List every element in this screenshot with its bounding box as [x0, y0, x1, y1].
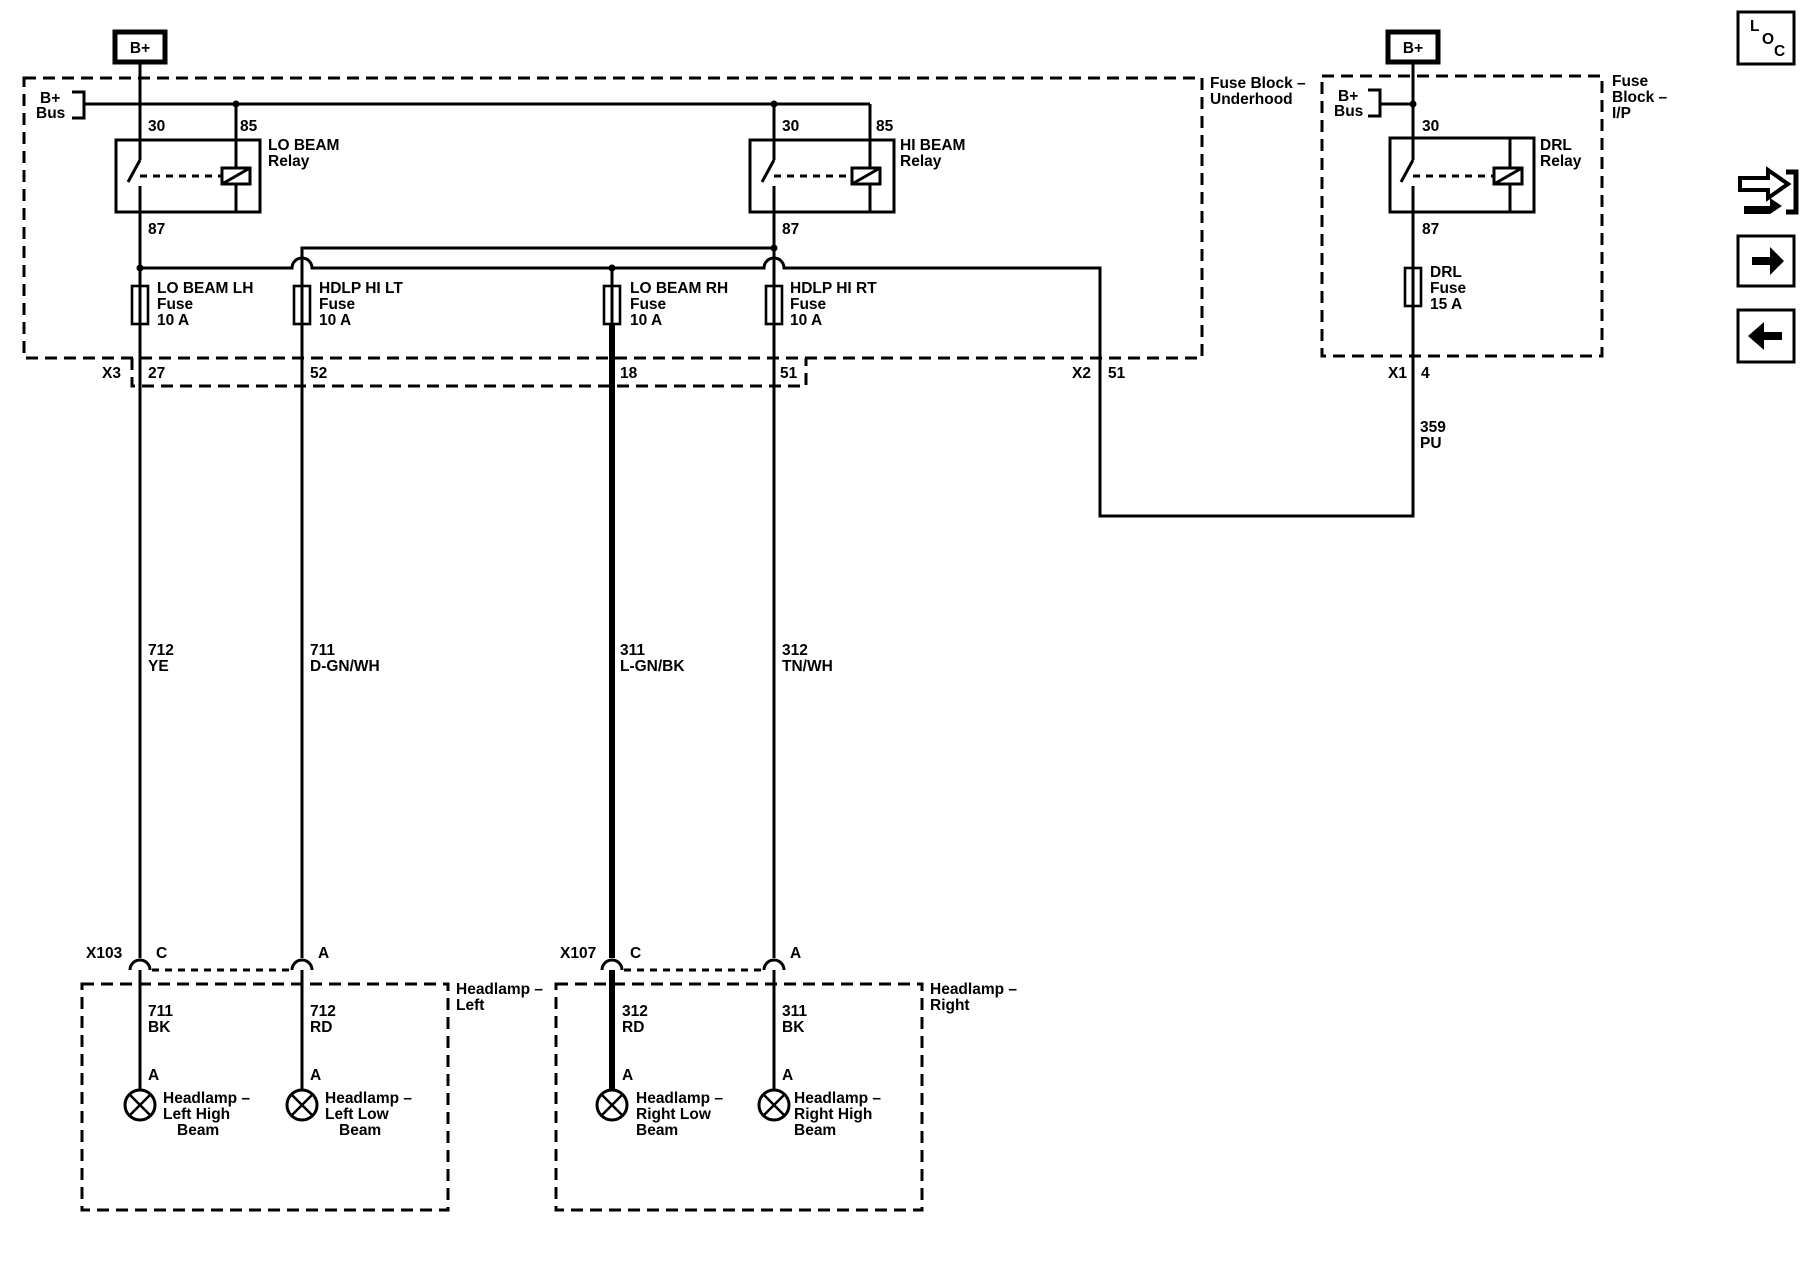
svg-text:A: A	[790, 945, 801, 962]
svg-text:A: A	[622, 1067, 633, 1084]
fuse-block-underhood: Fuse Block – Underhood B+ B+Bus 30	[22, 29, 1310, 388]
hi-beam-relay: 30 85 87 HI BEAM Relay	[748, 100, 970, 248]
svg-text:B+: B+	[130, 40, 150, 57]
svg-text:X3: X3	[102, 365, 121, 382]
svg-text:A: A	[318, 945, 329, 962]
svg-text:B+: B+	[1403, 40, 1423, 57]
connector-x1: X1 4	[1388, 365, 1430, 382]
svg-text:52: 52	[310, 365, 327, 382]
svg-text:87: 87	[782, 221, 799, 238]
svg-text:87: 87	[148, 221, 165, 238]
svg-text:X2: X2	[1072, 365, 1091, 382]
svg-text:A: A	[782, 1067, 793, 1084]
svg-text:4: 4	[1421, 365, 1430, 382]
lo-beam-relay: 30 85 87 LO BEAM Relay	[114, 100, 344, 268]
svg-text:X103: X103	[86, 945, 123, 962]
fuse-block-underhood-label: Fuse Block – Underhood	[1210, 75, 1310, 108]
lo-beam-relay-label: LO BEAM Relay	[268, 137, 344, 170]
svg-text:B+Bus: B+Bus	[1334, 88, 1363, 120]
svg-text:C: C	[156, 945, 167, 962]
b-plus-bus-underhood: B+Bus	[36, 90, 870, 122]
svg-text:85: 85	[240, 118, 258, 135]
headlamp-right-label: Headlamp – Right	[930, 981, 1021, 1014]
svg-text:85: 85	[876, 118, 894, 135]
b-plus-source-left: B+	[112, 29, 168, 140]
locator-icon[interactable]: L O C	[1736, 10, 1796, 66]
svg-text:L: L	[1750, 18, 1759, 35]
svg-text:30: 30	[1422, 118, 1439, 135]
b-plus-source-right: B+	[1385, 29, 1441, 140]
fuse-block-ip-label: Fuse Block – I/P	[1612, 73, 1671, 122]
svg-text:A: A	[310, 1067, 321, 1084]
svg-text:O: O	[1762, 31, 1774, 48]
b-plus-bus-ip: B+Bus	[1334, 88, 1413, 120]
svg-text:B+Bus: B+Bus	[36, 90, 65, 122]
connector-icon[interactable]	[1734, 152, 1799, 220]
svg-text:87: 87	[1422, 221, 1439, 238]
svg-text:A: A	[148, 1067, 159, 1084]
hi-beam-relay-label: HI BEAM Relay	[900, 137, 970, 170]
svg-text:18: 18	[620, 365, 638, 382]
svg-text:X1: X1	[1388, 365, 1407, 382]
svg-text:C: C	[1774, 43, 1785, 60]
svg-text:51: 51	[780, 365, 798, 382]
svg-text:C: C	[630, 945, 641, 962]
connector-x3: X3 27 52 18 51	[102, 358, 808, 388]
connector-x103: X103 C A	[86, 945, 329, 972]
svg-text:30: 30	[782, 118, 799, 135]
left-arrow-icon[interactable]	[1736, 308, 1796, 364]
headlamp-left-label: Headlamp – Left	[456, 981, 547, 1014]
svg-text:51: 51	[1108, 365, 1126, 382]
svg-text:X107: X107	[560, 945, 596, 962]
connector-x107: X107 C A	[560, 945, 801, 972]
svg-text:30: 30	[148, 118, 165, 135]
fuse-block-ip: Fuse Block – I/P B+ B+Bus 30 87	[1320, 29, 1671, 382]
drl-relay: 30 87 DRL Relay	[1388, 118, 1582, 268]
svg-text:27: 27	[148, 365, 165, 382]
right-arrow-icon[interactable]	[1736, 234, 1796, 288]
connector-x2: X2 51	[1072, 365, 1126, 382]
drl-relay-label: DRL Relay	[1540, 137, 1582, 170]
